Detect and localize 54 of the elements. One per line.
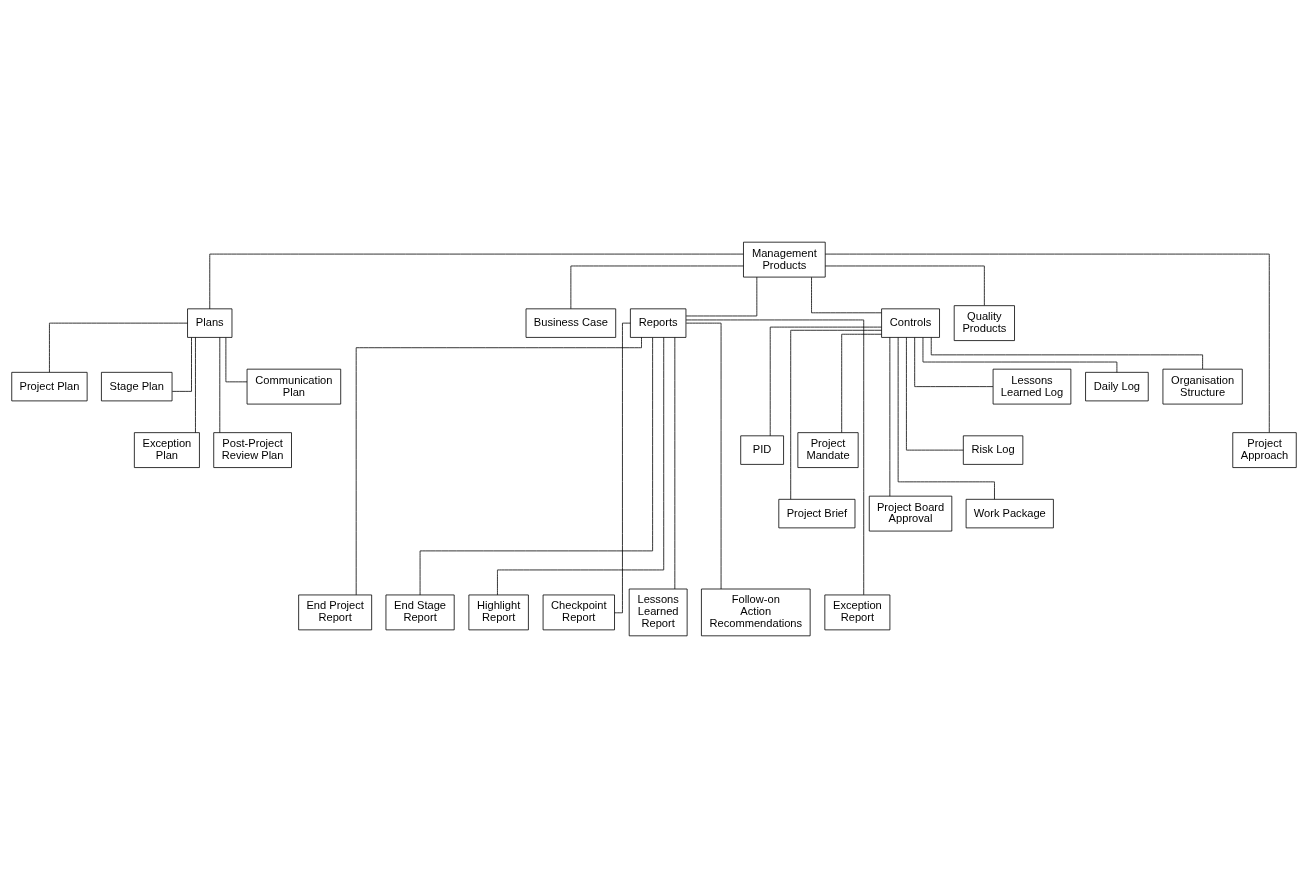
connector <box>171 337 192 392</box>
node-box: Checkpoint Report <box>542 594 615 631</box>
node-box: Quality Products <box>953 305 1015 341</box>
connector <box>209 253 744 310</box>
node-box: Stage Plan <box>101 371 173 402</box>
node-box: Post-Project Review Plan <box>213 432 292 468</box>
connector <box>49 322 188 373</box>
connector <box>685 276 758 317</box>
node-box: Reports <box>630 308 687 338</box>
connector <box>355 337 642 596</box>
node-box: Work Package <box>965 498 1054 529</box>
node-box: Lessons Learned Report <box>628 588 688 637</box>
node-box: Risk Log <box>962 435 1024 465</box>
connector <box>685 322 722 590</box>
connector <box>889 337 891 497</box>
node-box: Exception Report <box>824 594 891 631</box>
connector <box>674 337 676 590</box>
connector <box>570 265 744 310</box>
node-box: Daily Log <box>1085 371 1149 402</box>
connector <box>897 337 995 500</box>
node-box: Lessons Learned Log <box>992 368 1072 405</box>
connector <box>922 337 1118 373</box>
connector <box>790 329 882 500</box>
node-box: Exception Plan <box>133 432 200 468</box>
connector <box>824 265 985 306</box>
node-box: Project Board Approval <box>868 495 953 532</box>
connector <box>685 319 865 596</box>
node-box: Highlight Report <box>468 594 529 631</box>
connector <box>497 337 665 596</box>
node-box: Project Mandate <box>797 432 859 468</box>
connector <box>824 253 1270 433</box>
node-box: Business Case <box>525 308 617 338</box>
node-box: Project Plan <box>11 371 88 402</box>
node-box: PID <box>740 435 784 465</box>
connector <box>225 337 248 383</box>
node-box: End Stage Report <box>385 594 455 631</box>
connector <box>614 322 631 614</box>
node-box: Communication Plan <box>246 368 342 405</box>
connector <box>219 337 221 433</box>
node-box: Project Approach <box>1232 432 1297 468</box>
connector <box>195 337 196 433</box>
connector <box>811 276 882 314</box>
node-box: Organisation Structure <box>1162 368 1243 405</box>
connector <box>419 337 653 596</box>
connector <box>906 337 964 451</box>
node-box: Plans <box>187 308 233 338</box>
node-box: Project Brief <box>778 498 856 529</box>
connector <box>914 337 994 387</box>
node-box: Management Products <box>743 241 826 278</box>
connector <box>841 333 882 433</box>
connector <box>769 326 882 437</box>
node-box: Controls <box>881 308 940 338</box>
node-box: End Project Report <box>298 594 373 631</box>
node-box: Follow-on Action Recommendations <box>701 588 811 637</box>
